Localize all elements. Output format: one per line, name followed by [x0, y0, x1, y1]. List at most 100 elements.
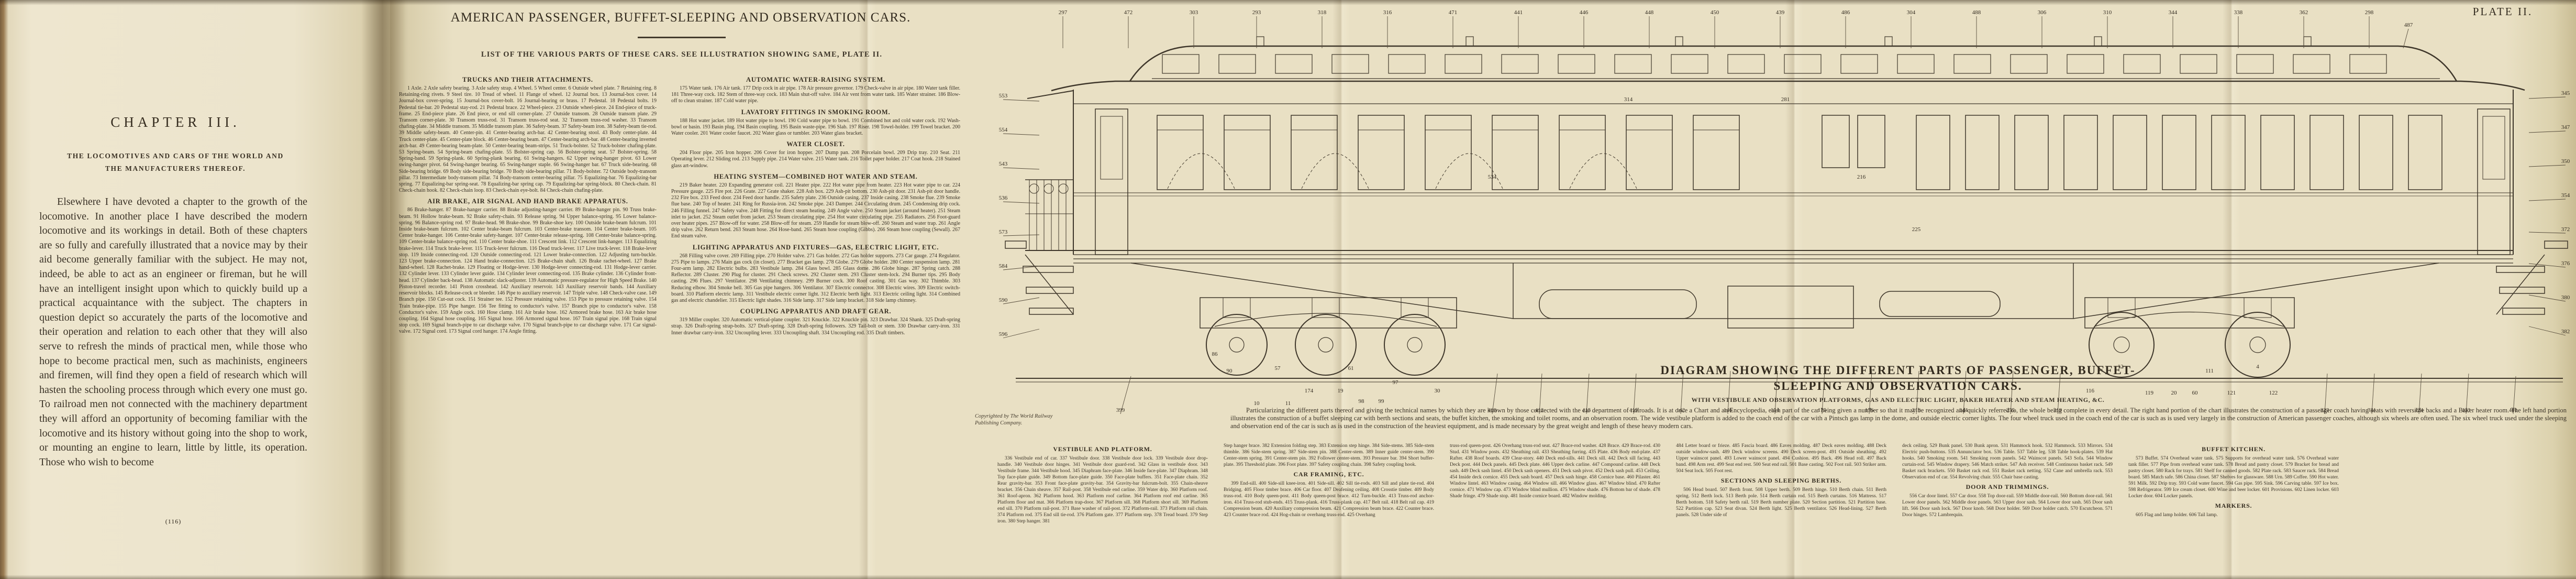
- section-coupling: COUPLING APPARATUS AND DRAFT GEAR. 319 M…: [671, 308, 960, 336]
- diagram-caption-line3: WITH VESTIBULE AND OBSERVATION PLATFORMS…: [1691, 396, 2105, 403]
- list-text: 336 Vestibule end of car. 337 Vestibule …: [997, 456, 1208, 524]
- part-number-callout: 362: [2299, 9, 2308, 16]
- part-number-callout: 60: [2192, 390, 2198, 396]
- section-heading: BUFFET KITCHEN.: [2202, 445, 2266, 453]
- copyright-note: Copyrighted by The World Railway Publish…: [975, 413, 1090, 427]
- part-number-callout: 439: [1775, 9, 1785, 16]
- part-number-callout: 318: [1317, 9, 1327, 16]
- part-number-callout: 472: [1124, 9, 1133, 16]
- chapter-body-text: Elsewhere I have devoted a chapter to th…: [39, 196, 307, 468]
- section-text: 219 Baker heater. 220 Expanding generato…: [671, 182, 960, 239]
- part-number-callout: 446: [1579, 9, 1589, 16]
- part-number-callout: 20: [2171, 390, 2177, 396]
- part-number-callout: 350: [2561, 158, 2570, 165]
- chapter-heading: CHAPTER III.: [110, 114, 240, 130]
- section-heading: LAVATORY FITTINGS IN SMOKING ROOM.: [741, 108, 891, 116]
- list-text: 399 End-sill. 400 Side-sill knee-iron. 4…: [1224, 481, 1434, 518]
- parts-column-1: TRUCKS AND THEIR ATTACHMENTS. 1 Axle. 2 …: [399, 72, 657, 571]
- car-illustration: [1005, 36, 2568, 383]
- copyright-line1: Copyrighted by The World Railway: [975, 413, 1053, 419]
- copyright-line2: Publishing Company.: [975, 420, 1023, 426]
- chapter-subtitle-line1: THE LOCOMOTIVES AND CARS OF THE WORLD AN…: [67, 152, 284, 160]
- part-number-callout: 11: [1285, 400, 1291, 407]
- section-water-raising: AUTOMATIC WATER-RAISING SYSTEM. 175 Wate…: [671, 76, 960, 105]
- part-number-callout: 154: [1770, 407, 1780, 413]
- part-number-callout: 399: [1116, 407, 1125, 413]
- part-number-callout: 225: [1912, 226, 1921, 233]
- plate-paper: [390, 0, 2576, 579]
- section-text: 268 Filling valve cover. 269 Filling pip…: [671, 253, 960, 304]
- bottom-column-sections-berths: 484 Letter board or frieze. 485 Fascia b…: [1676, 443, 1886, 578]
- part-number-callout: 338: [2234, 9, 2243, 16]
- list-text: 556 Car door lintel. 557 Car door. 558 T…: [1902, 494, 2113, 518]
- part-number-callout: 216: [1857, 174, 1866, 180]
- plate-title: AMERICAN PASSENGER, BUFFET-SLEEPING AND …: [450, 10, 911, 25]
- bottom-column-car-framing: Step hanger brace. 382 Extension folding…: [1224, 443, 1434, 578]
- title-rule: [638, 37, 726, 38]
- bottom-column-buffet-kitchen: BUFFET KITCHEN. 573 Buffet. 574 Overhead…: [2128, 443, 2339, 578]
- part-number-callout: 175: [1817, 407, 1827, 413]
- part-number-callout: 448: [1645, 9, 1654, 16]
- part-number-callout: 19: [1337, 388, 1343, 394]
- part-number-callout: 90: [1226, 368, 1233, 374]
- part-number-callout: 119: [2145, 390, 2154, 396]
- part-number-callout: 543: [998, 161, 1008, 167]
- list-text: 506 Head board. 507 Berth front. 508 Upp…: [1676, 487, 1886, 518]
- part-number-callout: 536: [998, 195, 1008, 201]
- part-number-callout: 471: [1448, 9, 1458, 16]
- list-text: 484 Letter board or frieze. 485 Fascia b…: [1676, 443, 1886, 474]
- list-text: 573 Buffet. 574 Overhead water tank. 575…: [2128, 456, 2339, 499]
- plate-subtitle: LIST OF THE VARIOUS PARTS OF THESE CARS.…: [481, 50, 883, 59]
- list-text: Step hanger brace. 382 Extension folding…: [1224, 443, 1434, 467]
- section-heading: SECTIONS AND SLEEPING BERTHS.: [1720, 477, 1842, 484]
- part-number-callout: 354: [2561, 192, 2570, 199]
- part-number-callout: 121: [2227, 390, 2236, 396]
- part-number-callout: 303: [1189, 9, 1198, 16]
- left-page-paper: [0, 0, 390, 579]
- part-number-callout: 319: [2053, 407, 2062, 413]
- section-heading: AUTOMATIC WATER-RAISING SYSTEM.: [746, 76, 885, 83]
- part-number-callout: 590: [998, 297, 1008, 303]
- diagram-caption-line2: SLEEPING AND OBSERVATION CARS.: [1773, 379, 2023, 392]
- part-number-callout: 61: [1348, 365, 1354, 372]
- part-number-callout: 380: [2561, 294, 2570, 301]
- section-heading: AIR BRAKE, AIR SIGNAL AND HAND BRAKE APP…: [427, 198, 628, 205]
- callout-leader-lines: [1003, 16, 2566, 414]
- part-number-callout: 293: [1252, 9, 1261, 16]
- part-number-callout: 57: [1274, 365, 1281, 372]
- part-number-callout: 534: [1487, 174, 1497, 180]
- bottom-column-framing-cont: truss-rod queen-post. 426 Overhang truss…: [1450, 443, 1660, 578]
- part-number-callout: 401: [2508, 407, 2518, 413]
- page-number: (116): [165, 518, 182, 525]
- part-number-callout: 347: [2561, 124, 2570, 130]
- part-number-callout: 323: [2320, 407, 2329, 413]
- part-number-callout: 415: [1582, 407, 1591, 413]
- part-number-callout: 487: [2404, 22, 2413, 28]
- part-number-callout: 596: [998, 331, 1008, 337]
- chapter-subtitle: THE LOCOMOTIVES AND CARS OF THE WORLD AN…: [39, 150, 312, 175]
- section-heading: HEATING SYSTEM—COMBINED HOT WATER AND ST…: [714, 172, 918, 180]
- part-number-callout: 486: [1841, 9, 1850, 16]
- part-number-callout: 122: [2269, 390, 2278, 396]
- diagram-caption-paragraph: Particularizing the different parts ther…: [1230, 407, 2567, 430]
- part-number-callout: 98: [1358, 398, 1364, 405]
- section-heading: MARKERS.: [2215, 502, 2252, 509]
- part-number-callout: 116: [2085, 388, 2095, 394]
- page-gutter: [361, 0, 408, 579]
- part-number-callout: 488: [1972, 9, 1981, 16]
- part-number-callout: 297: [1058, 9, 1068, 16]
- part-number-callout: 86: [1212, 351, 1218, 357]
- section-heating: HEATING SYSTEM—COMBINED HOT WATER AND ST…: [671, 173, 960, 240]
- section-text: 86 Brake-hanger. 87 Brake-hanger carrier…: [399, 207, 657, 335]
- section-trucks: TRUCKS AND THEIR ATTACHMENTS. 1 Axle. 2 …: [399, 76, 657, 194]
- part-number-callout: 99: [1378, 398, 1384, 405]
- part-number-callout: 97: [1392, 379, 1398, 386]
- part-number-callout: 4: [2256, 364, 2259, 370]
- part-number-callout: 281: [1781, 96, 1790, 103]
- part-number-callout: 314: [1624, 96, 1633, 103]
- scan-top-edge: [0, 0, 2576, 5]
- part-number-callout: 174: [1304, 388, 1314, 394]
- part-number-callout: 298: [2364, 9, 2374, 16]
- section-text: 1 Axle. 2 Axle safety bearing. 3 Axle sa…: [399, 85, 657, 194]
